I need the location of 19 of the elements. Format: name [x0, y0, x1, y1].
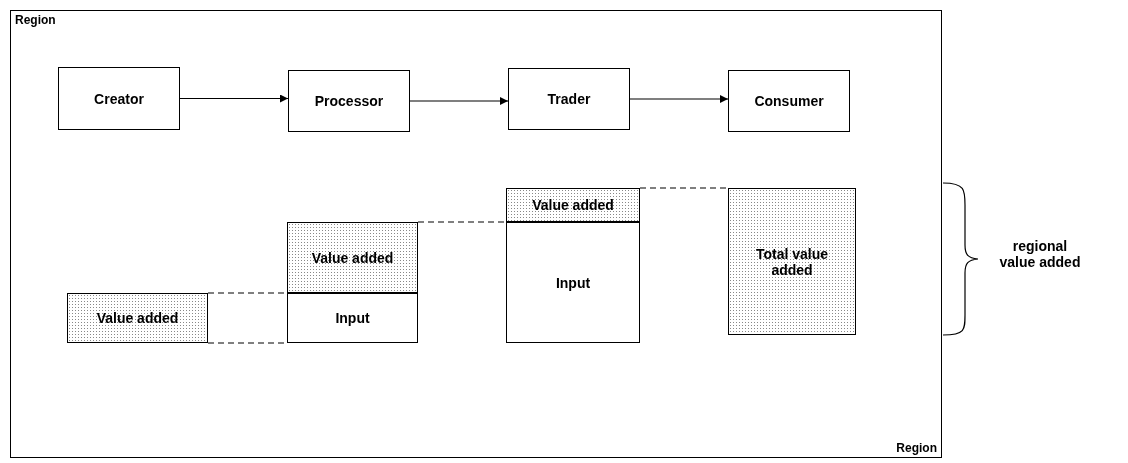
region-frame: [10, 10, 942, 458]
annotation-label: regional value added: [998, 238, 1082, 270]
value-added-bar: Value added: [287, 222, 418, 293]
region-label: Region: [15, 13, 56, 27]
actor-box: Trader: [508, 68, 630, 130]
dashed-line: [639, 187, 729, 189]
actor-box: Creator: [58, 67, 180, 130]
actor-box: Consumer: [728, 70, 850, 132]
region-label: Region: [896, 441, 937, 455]
input-bar: Input: [506, 222, 640, 343]
value-added-bar: Value added: [506, 188, 640, 222]
total-value-added-bar: Total value added: [728, 188, 856, 335]
value-added-bar: Value added: [67, 293, 208, 343]
arrow: [179, 94, 289, 103]
input-bar: Input: [287, 293, 418, 343]
arrow: [409, 97, 509, 105]
arrow: [629, 95, 729, 103]
actor-box: Processor: [288, 70, 410, 132]
dashed-line: [417, 221, 507, 223]
